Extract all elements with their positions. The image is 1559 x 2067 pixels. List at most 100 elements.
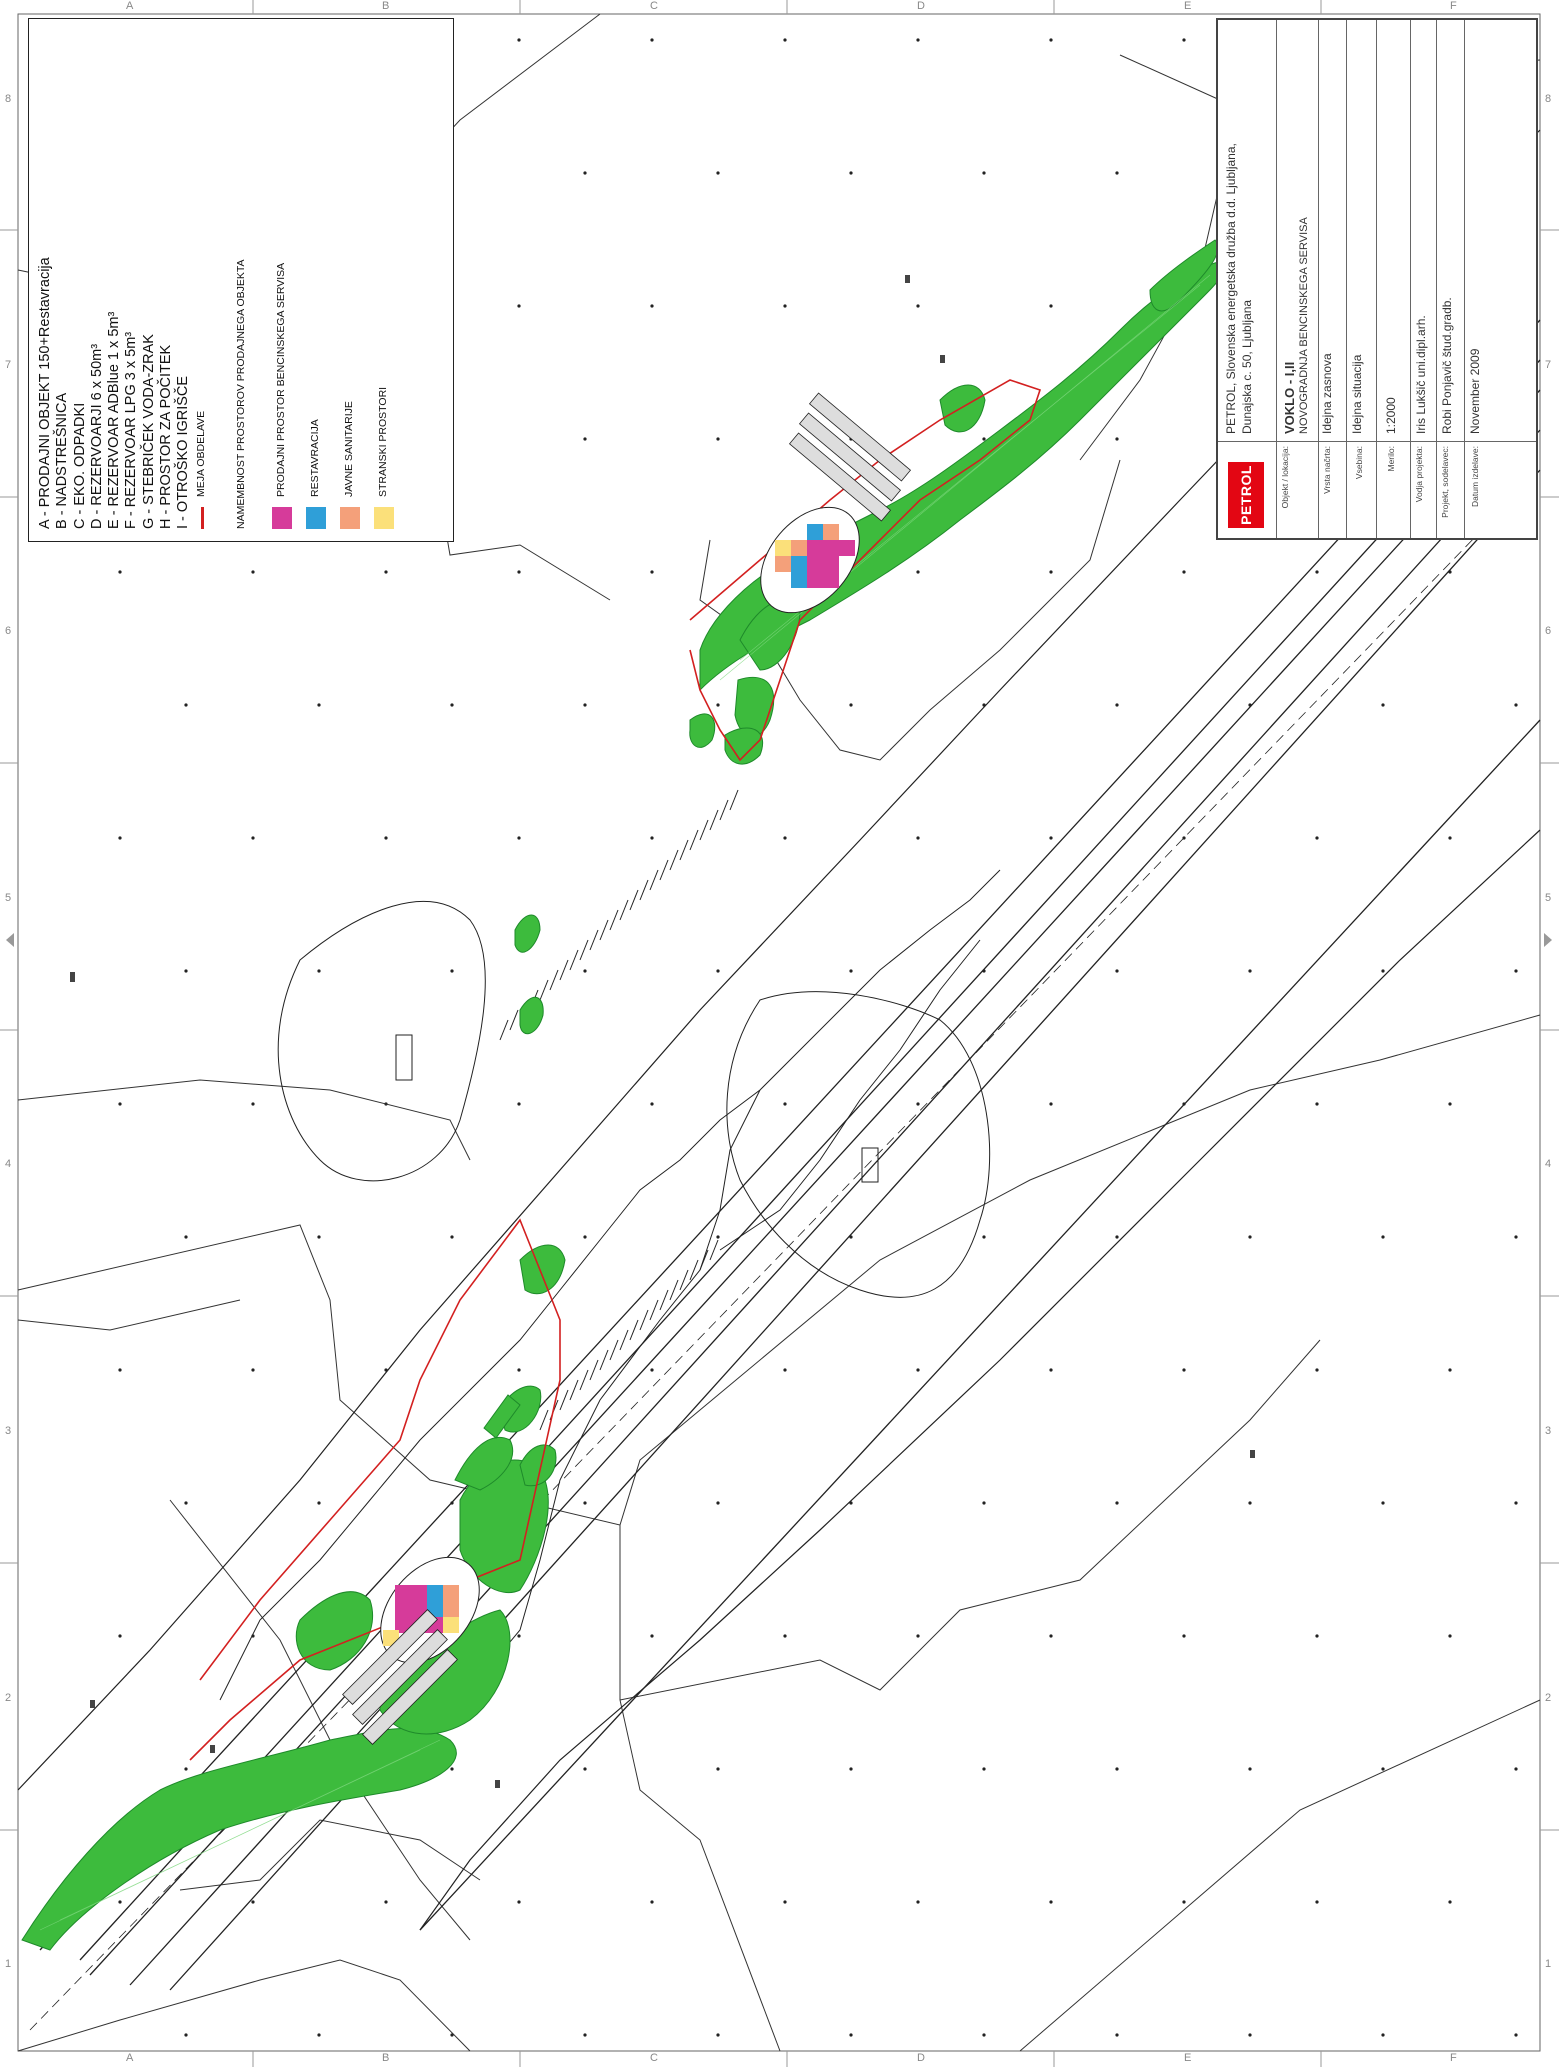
survey-point xyxy=(583,1767,587,1771)
survey-point xyxy=(982,1235,986,1239)
survey-point xyxy=(1448,1634,1452,1638)
survey-point xyxy=(1115,2033,1119,2037)
survey-point xyxy=(916,836,920,840)
row-label-scale: Merilo: xyxy=(1386,446,1396,472)
survey-point xyxy=(849,2033,853,2037)
survey-point xyxy=(583,1501,587,1505)
survey-point xyxy=(783,1102,787,1106)
grid-arrow-right xyxy=(1544,933,1552,947)
survey-point xyxy=(849,703,853,707)
legend-item-h: H - PROSTOR ZA POČITEK xyxy=(158,344,175,529)
survey-point xyxy=(982,1767,986,1771)
row-value-date: November 2009 xyxy=(1468,348,1482,434)
survey-point xyxy=(650,304,654,308)
survey-point xyxy=(1248,2033,1252,2037)
survey-point xyxy=(1115,437,1119,441)
survey-point xyxy=(1115,1501,1119,1505)
grid-letter-top-d: D xyxy=(917,0,925,12)
survey-point xyxy=(118,1634,122,1638)
grid-letter-bottom-d: D xyxy=(917,2052,925,2064)
purpose-heading: NAMEMBNOST PROSTOROV PRODAJNEGA OBJEKTA xyxy=(235,259,247,529)
survey-point xyxy=(916,304,920,308)
survey-point xyxy=(583,437,587,441)
survey-point xyxy=(982,437,986,441)
grid-num-left-7: 7 xyxy=(5,359,12,371)
tb-col-divider xyxy=(1218,441,1536,442)
survey-point xyxy=(1049,1900,1053,1904)
survey-point xyxy=(1115,969,1119,973)
grid-num-left-5: 5 xyxy=(5,892,12,904)
survey-point xyxy=(317,969,321,973)
survey-point xyxy=(982,171,986,175)
boundary-line xyxy=(189,379,1042,1761)
survey-point xyxy=(1514,1235,1518,1239)
survey-point xyxy=(1182,38,1186,42)
purpose-label-sales: PRODAJNI PROSTOR BENCINSKEGA SERVISA xyxy=(275,262,287,497)
survey-point xyxy=(1248,1235,1252,1239)
survey-point xyxy=(450,703,454,707)
survey-point xyxy=(1448,1368,1452,1372)
survey-point xyxy=(583,2033,587,2037)
survey-points xyxy=(118,38,1518,2037)
grid-num-right-7: 7 xyxy=(1545,359,1552,371)
survey-point xyxy=(716,171,720,175)
survey-point xyxy=(317,1501,321,1505)
survey-point xyxy=(251,1900,255,1904)
survey-point xyxy=(118,836,122,840)
survey-point xyxy=(1315,570,1319,574)
survey-point xyxy=(517,836,521,840)
survey-point xyxy=(1315,836,1319,840)
survey-point xyxy=(1514,969,1518,973)
grid-num-left-3: 3 xyxy=(5,1425,12,1437)
survey-point xyxy=(1049,1102,1053,1106)
survey-point xyxy=(1514,1767,1518,1771)
survey-point xyxy=(783,1900,787,1904)
survey-point xyxy=(650,1900,654,1904)
survey-point xyxy=(1182,1900,1186,1904)
row-label-collaborator: Projekt, sodelavec: xyxy=(1440,446,1450,518)
parking-stripes xyxy=(499,789,739,1431)
survey-point xyxy=(916,38,920,42)
survey-point xyxy=(1049,1634,1053,1638)
survey-point xyxy=(1514,703,1518,707)
grid-num-right-3: 3 xyxy=(1545,1425,1552,1437)
survey-point xyxy=(916,1634,920,1638)
legend-item-g: G - STEBRIČEK VODA-ZRAK xyxy=(140,334,157,529)
boundary-swatch xyxy=(201,507,204,529)
grid-num-right-8: 8 xyxy=(1545,93,1552,105)
survey-point xyxy=(1514,1501,1518,1505)
grid-num-right-2: 2 xyxy=(1545,1692,1552,1704)
survey-point xyxy=(716,1767,720,1771)
purpose-swatch-sales xyxy=(272,507,292,529)
small-structures xyxy=(70,275,1255,1788)
legend-item-f: F - REZERVOAR LPG 3 x 5m³ xyxy=(123,331,140,529)
row-value-project-lead: Iris Lukšič uni.dipl.arh. xyxy=(1414,315,1428,434)
survey-point xyxy=(517,1634,521,1638)
survey-point xyxy=(384,836,388,840)
survey-point xyxy=(1381,1235,1385,1239)
tb-divider-3 xyxy=(1346,20,1347,538)
survey-point xyxy=(184,1235,188,1239)
grid-arrow-left xyxy=(6,933,14,947)
survey-point xyxy=(1315,1368,1319,1372)
grid-letter-bottom-c: C xyxy=(650,2052,658,2064)
survey-point xyxy=(982,1501,986,1505)
legend: A - PRODAJNI OBJEKT 150+Restavracija B -… xyxy=(28,18,454,542)
survey-point xyxy=(517,304,521,308)
survey-point xyxy=(1448,836,1452,840)
survey-point xyxy=(1248,1501,1252,1505)
survey-point xyxy=(517,1102,521,1106)
tb-divider-2 xyxy=(1318,20,1319,538)
survey-point xyxy=(583,1235,587,1239)
survey-point xyxy=(1049,38,1053,42)
survey-point xyxy=(1381,1767,1385,1771)
survey-point xyxy=(783,836,787,840)
survey-point xyxy=(783,1368,787,1372)
survey-point xyxy=(1248,1767,1252,1771)
survey-point xyxy=(184,703,188,707)
survey-point xyxy=(716,1501,720,1505)
survey-point xyxy=(317,703,321,707)
